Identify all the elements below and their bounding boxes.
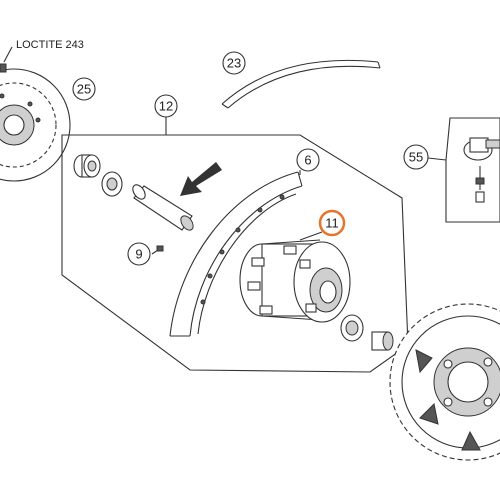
- callout-23[interactable]: 23: [222, 51, 246, 75]
- svg-text:25: 25: [77, 82, 91, 97]
- callout-11[interactable]: 11: [299, 209, 346, 241]
- svg-text:12: 12: [159, 99, 173, 114]
- wheel-assembly-frame: [61, 117, 409, 373]
- brake-disc-part[interactable]: [0, 63, 71, 182]
- callout-9[interactable]: 9: [127, 242, 151, 266]
- direction-arrow-icon: [180, 162, 222, 196]
- wheel-spacer-tube-part[interactable]: [130, 183, 195, 233]
- svg-text:11: 11: [325, 216, 339, 231]
- rear-sprocket-part[interactable]: [389, 303, 500, 461]
- callout-6[interactable]: 6: [296, 148, 320, 175]
- loctite-label: LOCTITE 243: [16, 39, 84, 51]
- right-spacer-part[interactable]: [371, 331, 394, 351]
- bearing-seal-part[interactable]: [101, 171, 123, 197]
- tire-valve-part[interactable]: [463, 137, 500, 203]
- svg-text:9: 9: [135, 247, 142, 262]
- screw-part[interactable]: [151, 245, 164, 255]
- callout-55[interactable]: 55: [403, 144, 429, 170]
- callout-12[interactable]: 12: [154, 94, 178, 118]
- valve-group-frame: [427, 117, 500, 223]
- wheel-bearing-part[interactable]: [73, 154, 101, 178]
- svg-text:6: 6: [304, 153, 311, 168]
- rim-part[interactable]: [169, 171, 303, 337]
- svg-text:23: 23: [227, 56, 241, 71]
- callout-25[interactable]: 25: [72, 77, 96, 101]
- svg-text:55: 55: [409, 150, 423, 165]
- right-bearing-part[interactable]: [340, 314, 364, 342]
- rear-hub-part[interactable]: [239, 239, 351, 323]
- loctite-note: LOCTITE 243: [3, 39, 84, 63]
- rim-tape-part[interactable]: [221, 59, 381, 109]
